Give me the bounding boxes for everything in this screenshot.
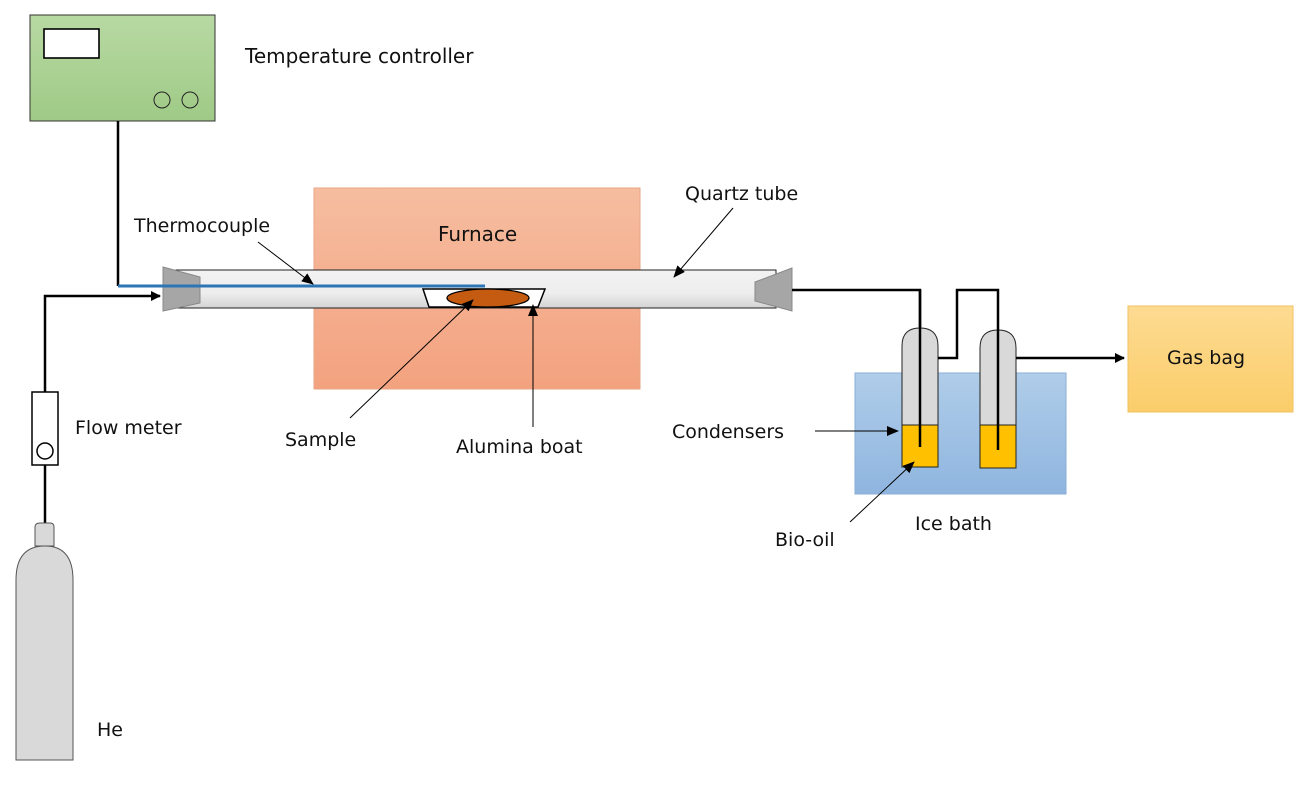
flow-meter <box>31 391 59 466</box>
thermocouple-label: Thermocouple <box>133 215 270 237</box>
controller-knob-icon <box>181 91 199 109</box>
inlet-gas-line <box>43 291 161 398</box>
flow-meter-label: Flow meter <box>75 417 182 439</box>
sample-pointer <box>349 299 474 419</box>
bio-oil-pointer <box>849 461 915 523</box>
condenser-link-line <box>938 288 1000 450</box>
bio-oil-label: Bio-oil <box>775 529 835 551</box>
helium-label: He <box>97 719 123 741</box>
tube-connector-left <box>162 266 201 312</box>
furnace-label: Furnace <box>438 222 517 246</box>
helium-cylinder <box>15 522 74 761</box>
tube-connector-right <box>754 267 793 312</box>
controller-display-icon <box>43 28 100 59</box>
gas-bag <box>1127 305 1294 413</box>
temperature-controller <box>29 14 216 122</box>
gas-bag-label: Gas bag <box>1167 347 1245 369</box>
quartz-tube-pointer <box>673 207 734 278</box>
alumina-boat-label: Alumina boat <box>456 436 583 458</box>
condensers-label: Condensers <box>672 421 784 443</box>
controller-knob-icon <box>153 91 171 109</box>
quartz-tube-label: Quartz tube <box>685 183 798 205</box>
sample <box>446 288 530 308</box>
temperature-controller-label: Temperature controller <box>244 44 474 68</box>
flow-meter-float-icon <box>36 442 54 460</box>
ice-bath-label: Ice bath <box>915 513 992 535</box>
thermocouple-pointer <box>257 241 314 285</box>
sample-label: Sample <box>285 429 356 451</box>
ice-bath <box>854 372 1067 495</box>
